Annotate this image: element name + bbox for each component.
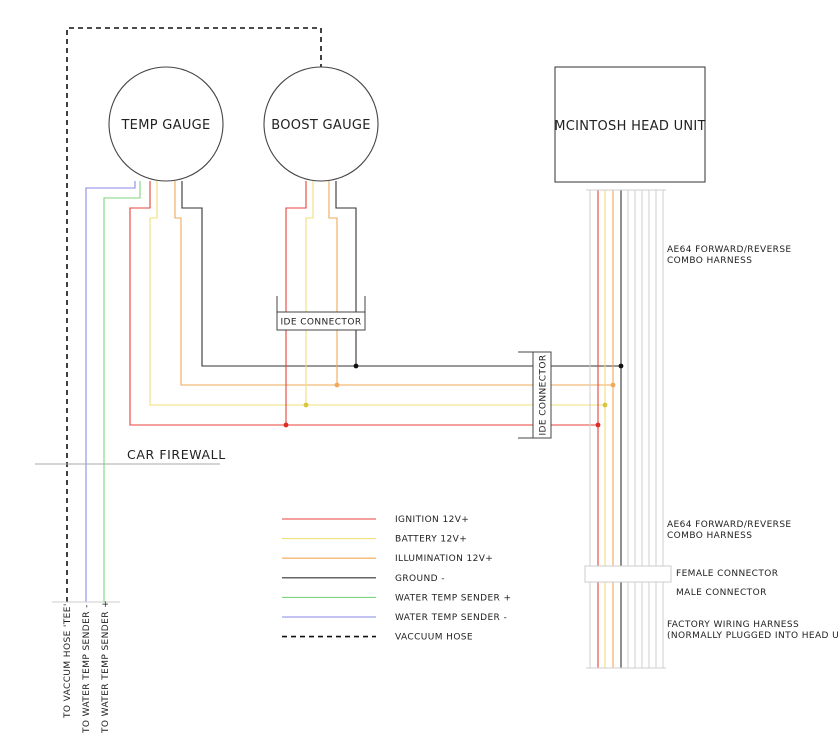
boost-battery-wire [305, 181, 314, 405]
legend-label: BATTERY 12V+ [395, 535, 467, 545]
harness-bundle [586, 189, 666, 669]
dest-sender-minus: TO WATER TEMP SENDER - [82, 604, 92, 734]
male-connector-label: MALE CONNECTOR [676, 588, 767, 598]
junction-dot [334, 382, 340, 388]
harness-upper-line-2: COMBO HARNESS [667, 256, 752, 266]
female-connector-label: FEMALE CONNECTOR [676, 569, 778, 579]
legend-label: VACCUUM HOSE [395, 633, 473, 643]
boost-gauge-label: BOOST GAUGE [271, 118, 371, 133]
sender-plus-wire [103, 181, 141, 602]
ide-connector-vertical-label: IDE CONNECTOR [539, 355, 549, 436]
harness-lower-line-1: AE64 FORWARD/REVERSE [667, 520, 792, 530]
harness-lower-line-2: COMBO HARNESS [667, 531, 752, 541]
vacuum-hose-line [66, 27, 322, 602]
boost-ignition-wire [285, 181, 307, 425]
legend-label: ILLUMINATION 12V+ [395, 554, 493, 564]
junction-dot [602, 402, 608, 408]
temp-battery-wire [149, 181, 605, 406]
factory-harness-line-1: FACTORY WIRING HARNESS [667, 620, 799, 630]
temp-gauge [108, 66, 224, 182]
temp-ground-wire [181, 181, 621, 367]
junction-dot [303, 402, 309, 408]
connector-band [584, 565, 672, 583]
junction-dot [610, 382, 616, 388]
head-unit-box [554, 66, 706, 183]
ide-connector-top-label: IDE CONNECTOR [281, 318, 362, 328]
boost-gauge [263, 66, 379, 182]
ide-connector-top: IDE CONNECTOR [276, 296, 366, 331]
ide-connector-vertical: IDE CONNECTOR [518, 351, 552, 439]
boost-ground-wire [335, 181, 357, 366]
legend-label: IGNITION 12V+ [395, 515, 469, 525]
junction-dot [618, 363, 624, 369]
temp-ignition-wire [129, 181, 598, 426]
dest-vacuum-tee: TO VACCUM HOSE 'TEE' [63, 603, 73, 719]
legend: IGNITION 12V+ BATTERY 12V+ ILLUMINATION 12… [282, 515, 511, 643]
factory-harness-line-2: (NORMALLY PLUGGED INTO HEAD UNIT) [667, 631, 840, 641]
legend-label: WATER TEMP SENDER - [395, 613, 507, 623]
temp-illumination-wire [174, 181, 613, 386]
temp-gauge-label: TEMP GAUGE [120, 118, 210, 133]
junction-dot [283, 422, 289, 428]
junction-dot [353, 363, 359, 369]
boost-illumination-wire [328, 181, 338, 385]
legend-label: WATER TEMP SENDER + [395, 593, 511, 603]
dest-sender-plus: TO WATER TEMP SENDER + [101, 600, 111, 734]
sender-minus-wire [85, 181, 136, 602]
head-unit-label: MCINTOSH HEAD UNIT [554, 119, 706, 134]
junction-dot [595, 422, 601, 428]
car-firewall-label: CAR FIREWALL [127, 447, 226, 462]
legend-label: GROUND - [395, 574, 445, 584]
harness-upper-line-1: AE64 FORWARD/REVERSE [667, 245, 792, 255]
